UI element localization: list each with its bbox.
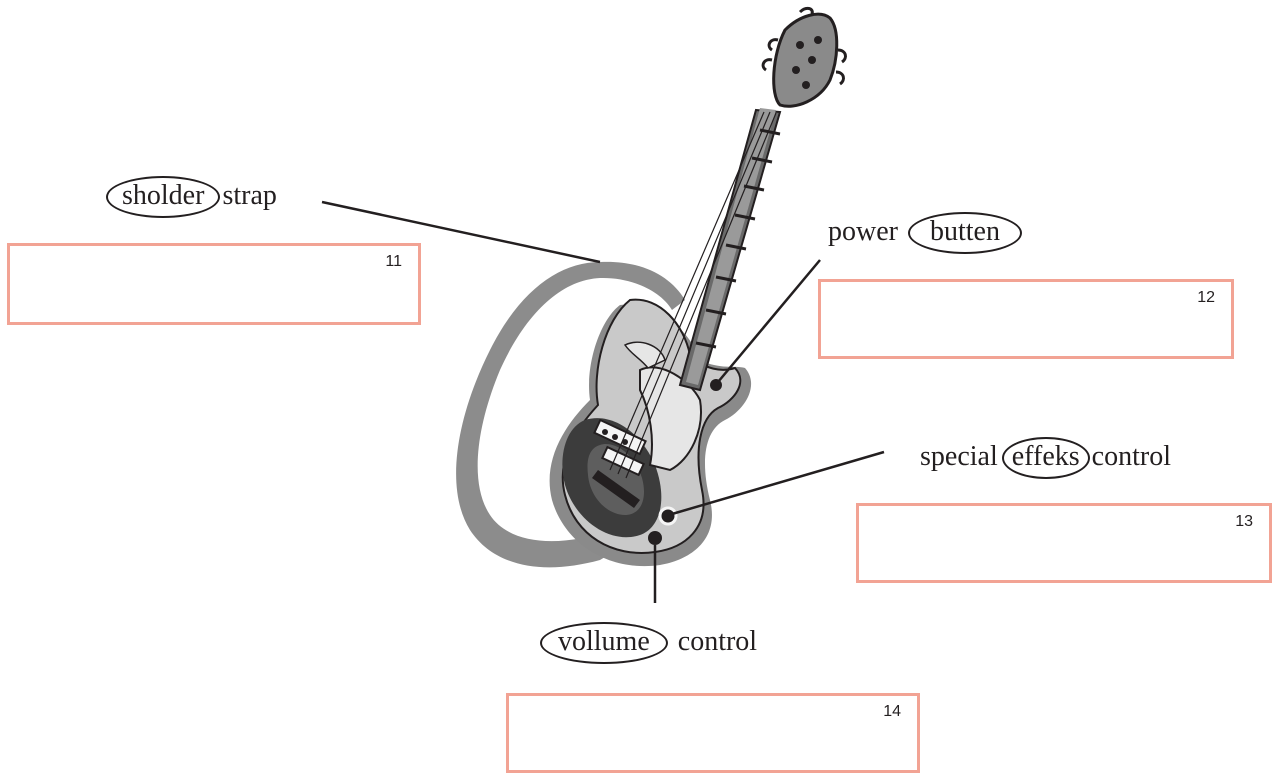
special-word: special bbox=[920, 441, 998, 472]
effects-control-word: control bbox=[1091, 441, 1171, 472]
power-button-label: power butten bbox=[828, 212, 1022, 254]
special-effects-circled-word: effeks bbox=[1001, 437, 1090, 479]
effects-leader-line bbox=[671, 450, 885, 516]
answer-input-12[interactable] bbox=[821, 282, 1231, 356]
effects-knob-icon bbox=[658, 506, 678, 526]
guitar-headstock-icon bbox=[772, 12, 839, 108]
volume-knob-icon bbox=[648, 531, 662, 545]
volume-circled-word: vollume bbox=[540, 622, 668, 664]
strap-leader-line bbox=[321, 200, 601, 264]
volume-control-word: control bbox=[677, 626, 758, 657]
answer-box-13: 13 bbox=[856, 503, 1272, 583]
power-leader-line bbox=[717, 259, 821, 383]
shoulder-strap-word: strap bbox=[222, 180, 277, 211]
answer-box-11: 11 bbox=[7, 243, 421, 325]
answer-box-14: 14 bbox=[506, 693, 920, 773]
strap-icon bbox=[456, 261, 685, 568]
answer-box-12: 12 bbox=[818, 279, 1234, 359]
answer-input-13[interactable] bbox=[859, 506, 1269, 580]
shoulder-strap-circled-word: sholder bbox=[106, 176, 221, 218]
volume-control-label: vollume control bbox=[540, 622, 757, 664]
power-button-circled-word: butten bbox=[907, 212, 1022, 254]
power-word: power bbox=[828, 216, 898, 247]
answer-input-11[interactable] bbox=[10, 246, 418, 322]
answer-input-14[interactable] bbox=[509, 696, 917, 770]
